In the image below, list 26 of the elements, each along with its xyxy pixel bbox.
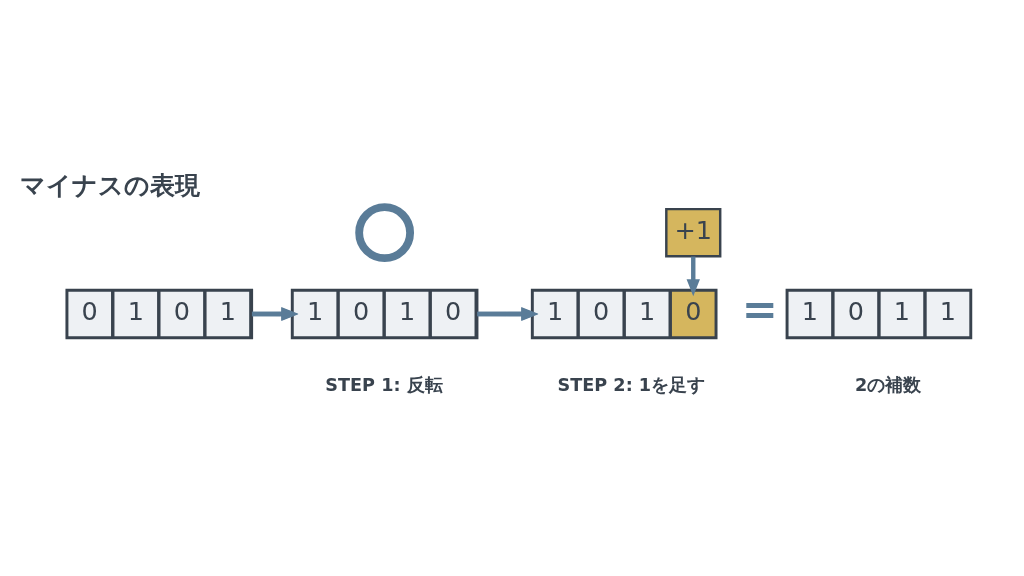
node-box: 0 bbox=[158, 289, 206, 339]
node-box: 0 bbox=[832, 289, 880, 339]
node-label: STEP 2: 1を足す bbox=[557, 374, 706, 395]
node-box: 1 bbox=[531, 289, 579, 339]
node-box: +1 bbox=[665, 207, 722, 258]
node-box: 0 bbox=[429, 289, 477, 339]
label: = bbox=[741, 283, 778, 334]
node-box: 1 bbox=[291, 289, 339, 339]
arrow bbox=[251, 307, 299, 321]
node-circle bbox=[355, 203, 415, 263]
node-label: STEP 1: 反転 bbox=[325, 374, 443, 395]
arrow bbox=[477, 307, 539, 321]
node-box: 1 bbox=[878, 289, 926, 339]
arrow bbox=[686, 256, 700, 297]
node-label: 2の補数 bbox=[854, 374, 922, 395]
node-box: 0 bbox=[65, 289, 114, 339]
node-box: 1 bbox=[924, 289, 972, 339]
node-box: 0 bbox=[337, 289, 385, 339]
node-box: 0 bbox=[577, 289, 625, 339]
node-box: 1 bbox=[786, 289, 834, 339]
node-box: 1 bbox=[383, 289, 431, 339]
diagram-title: マイナスの表現 bbox=[20, 170, 201, 201]
node-box: 0 bbox=[669, 289, 717, 339]
node-box: 1 bbox=[112, 289, 160, 339]
node-box: 1 bbox=[204, 289, 252, 339]
node-box: 1 bbox=[623, 289, 671, 339]
